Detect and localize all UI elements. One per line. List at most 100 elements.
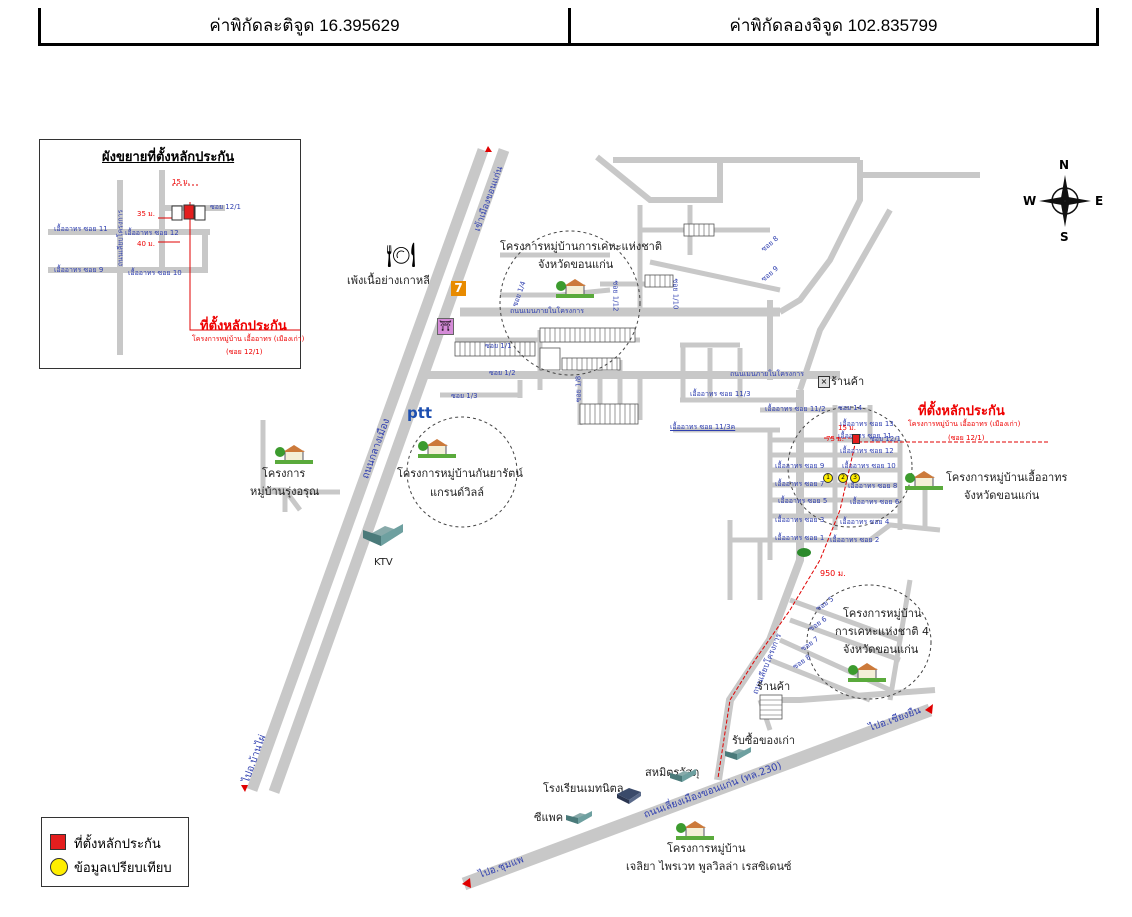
site-sub-1: โครงการหมู่บ้าน เอื้ออาทร (เมืองเก่า) (908, 420, 1021, 428)
highway-main-2 (268, 148, 510, 794)
site-sub-2: (ซอย 12/1) (948, 434, 985, 442)
cpac-label: ซีแพค (534, 811, 564, 824)
comparable-marker-1: 1 (823, 473, 833, 483)
kheha4-label-2: การเคหะแห่งชาติ 4 (835, 625, 930, 638)
house-icon-kanyarat (418, 436, 456, 458)
inset-dist-35: 35 ม. (137, 210, 155, 218)
house-icon-ua (905, 468, 943, 490)
house-icon-kheha4 (848, 660, 886, 682)
ktv-label: KTV (374, 557, 393, 568)
chelia-label-2: เจลิยา ไพรเวท พูลวิลล่า เรสซิเดนซ์ (626, 860, 792, 873)
shop-icon-top: × (818, 376, 830, 388)
inset-roads (48, 170, 300, 355)
shop-label-bottom: ร้านค้า (757, 680, 791, 693)
road-label-main-1: ถนนเมนภายในโครงการ (510, 307, 584, 315)
route-to-site (717, 437, 1048, 779)
soi-ua-5: เอื้ออาทร ซอย 5 (778, 497, 828, 505)
comparable-marker-3: 3 (850, 473, 860, 483)
bypass-road (461, 703, 933, 891)
site-dist-950: 950 ม. (820, 569, 846, 578)
kheha-label-2: จังหวัดขอนแก่น (538, 258, 614, 271)
compass-w: W (1023, 194, 1037, 208)
longitude-text: ค่าพิกัดลองจิจูด 102.835799 (729, 16, 938, 35)
house-icon-kheha (556, 276, 594, 298)
soi-ua-9: เอื้ออาทร ซอย 9 (775, 462, 825, 470)
soi-ua-13: เอื้ออาทร ซอย 13 (840, 420, 894, 428)
soi-1-12: ซอย 1/12 (611, 280, 620, 312)
hatch-lines (459, 224, 782, 716)
compass-n: N (1059, 158, 1070, 172)
compass-s: S (1060, 230, 1069, 244)
inset-soi-11: เอื้ออาทร ซอย 11 (54, 225, 108, 233)
legend: ที่ตั้งหลักประกัน ข้อมูลเปรียบเทียบ (41, 817, 189, 887)
soi-ua-11: เอื้ออาทร ซอย 11 (838, 432, 892, 440)
inset-road-v: ถนนเลียบโครงการ (116, 209, 125, 267)
ua-project-label-1: โครงการหมู่บ้านเอื้ออาทร (946, 471, 1068, 484)
ptt-icon: ptt (407, 404, 433, 422)
house-icon-rungarun (275, 442, 313, 464)
warehouse-icon-ktv (363, 522, 403, 548)
temple-icon: ⛩ (437, 318, 454, 335)
comparable-marker-2: 2 (838, 473, 848, 483)
warehouse-icon-recycle (725, 746, 751, 762)
inset-map: ผังขยายที่ตั้งหลักประกัน 15 ม. 35 ม. 40 … (39, 139, 304, 369)
highway-main (246, 148, 489, 792)
area-circles (406, 230, 932, 700)
legend-comparison-label: ข้อมูลเปรียบเทียบ (74, 861, 172, 876)
direction-arrows (241, 146, 933, 888)
soi-ua-12: เอื้ออาทร ซอย 12 (840, 447, 894, 455)
shop-label-top: ร้านค้า (831, 375, 865, 388)
soi-ua-12-1: ซอย 12/1 (870, 435, 902, 443)
longitude-box: ค่าพิกัดลองจิจูด 102.835799 (568, 8, 1099, 46)
inset-soi-9: เอื้ออาทร ซอย 9 (54, 266, 104, 274)
soi-ua-14: ซอย 14 (838, 404, 863, 412)
compass-e: E (1095, 194, 1104, 208)
inset-site-sub-2: (ซอย 12/1) (226, 348, 263, 356)
inset-dist-15: 15 ม. (172, 178, 190, 186)
legend-comparison-swatch (50, 858, 68, 876)
chelia-label-1: โครงการหมู่บ้าน (667, 842, 746, 855)
soi-ua-6: เอื้ออาทร ซอย 6 (850, 498, 900, 506)
legend-collateral-swatch (50, 834, 66, 850)
soi-ua-11-3: เอื้ออาทร ซอย 11/3 (690, 390, 751, 398)
inset-soi-12: เอื้ออาทร ซอย 12 (125, 229, 179, 237)
collateral-marker (852, 434, 860, 444)
inset-site-title: ที่ตั้งหลักประกัน (200, 319, 287, 334)
soi-1-8: ซอย 1/8 (574, 375, 583, 403)
seven-eleven-icon: 7 (451, 281, 466, 296)
soi-ua-1: เอื้ออาทร ซอย 1 (775, 534, 825, 542)
soi-ua-11-2: เอื้ออาทร ซอย 11/2 (765, 405, 826, 413)
kheha4-label-3: จังหวัดขอนแก่น (843, 643, 919, 656)
soi-ua-7: เอื้ออาทร ซอย 7 (775, 480, 825, 488)
ua-project-label-2: จังหวัดขอนแก่น (964, 489, 1040, 502)
compass-icon (1039, 175, 1091, 227)
soi-ua-10: เอื้ออาทร ซอย 10 (842, 462, 896, 470)
kanyarat-label-1: โครงการหมู่บ้านกันยารัตน์ (397, 467, 523, 480)
soi-ua-3: เอื้ออาทร ซอย 3 (775, 516, 825, 524)
restaurant-label: เพ้งเนื้อย่างเกาหลี (347, 274, 430, 287)
inset-soi-10: เอื้ออาทร ซอย 10 (128, 269, 182, 277)
soi-ua-8: เอื้ออาทร ซอย 8 (848, 482, 898, 490)
school-icon (617, 786, 641, 804)
inset-dist-40: 40 ม. (137, 240, 155, 248)
soi-1-10: ซอย 1/10 (671, 278, 680, 310)
warehouse-icon-sahamit (670, 768, 696, 784)
site-title: ที่ตั้งหลักประกัน (918, 404, 1005, 419)
inset-title: ผังขยายที่ตั้งหลักประกัน (102, 150, 235, 165)
site-dist-75: 75 ม. (826, 435, 844, 443)
school-label: โรงเรียนเมทนิตล (543, 782, 624, 795)
inset-soi-12-1: ซอย 12/1 (210, 203, 242, 211)
house-icon-chelia (676, 818, 714, 840)
pond-icon (797, 548, 811, 557)
latitude-text: ค่าพิกัดละติจูด 16.395629 (209, 16, 400, 35)
recycle-label: รับซื้อของเก่า (732, 734, 796, 747)
warehouse-icon-cpac (566, 810, 592, 826)
soi-ua-4: เอื้ออาทร ซอย 4 (840, 518, 890, 526)
soi-1-3: ซอย 1/3 (451, 392, 478, 400)
kheha-label-1: โครงการหมู่บ้านการเคหะแห่งชาติ (500, 240, 662, 253)
kheha4-label-1: โครงการหมู่บ้าน (843, 607, 922, 620)
compass-rose: N S W E (1023, 158, 1107, 244)
rungarun-label-2: หมู่บ้านรุ่งอรุณ (250, 485, 320, 498)
kanyarat-label-2: แกรนด์วิลล์ (430, 486, 484, 499)
soi-ua-11-3b: เอื้ออาทร ซอย 11/3ค (670, 423, 736, 431)
